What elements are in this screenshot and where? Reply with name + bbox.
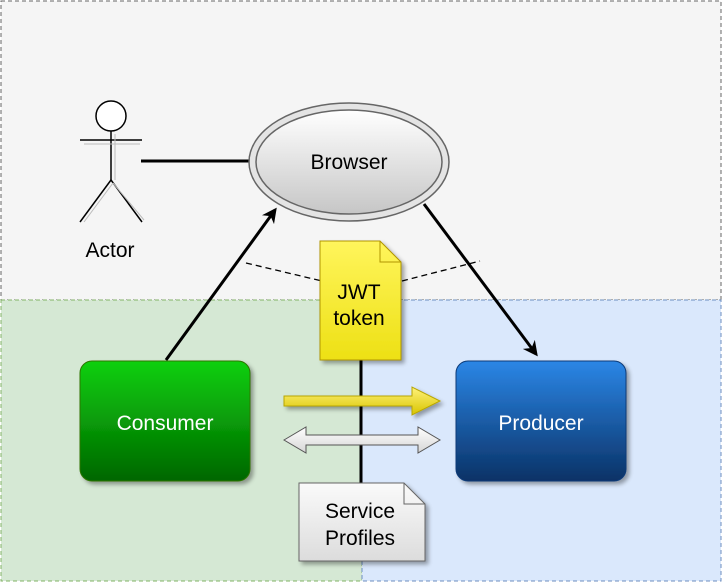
producer-label: Producer [498, 412, 583, 435]
service-profiles-label-line1: Service [325, 500, 395, 523]
service-exchange-arrow [283, 426, 441, 454]
jwt-token-note[interactable] [319, 240, 402, 361]
service-profiles-note[interactable] [298, 482, 426, 562]
browser-node[interactable]: Browser [248, 102, 450, 222]
consumer-browser-arrow [164, 207, 277, 361]
trust-dashed-line-left [245, 262, 323, 282]
service-profiles-label-line2: Profiles [325, 527, 395, 550]
consumer-node[interactable] [79, 360, 251, 482]
jwt-token-label-line1: JWT [337, 281, 380, 304]
trust-dashed-line-right [401, 260, 481, 282]
actor-label: Actor [85, 239, 134, 262]
browser-label: Browser [310, 151, 387, 174]
actor-icon-shade [83, 134, 145, 223]
token-flow-arrow [283, 386, 442, 416]
jwt-token-label-line2: token [333, 307, 384, 330]
consumer-label: Consumer [117, 412, 214, 435]
producer-node[interactable] [455, 360, 627, 482]
browser-producer-arrow [422, 203, 538, 357]
actor-icon [79, 100, 143, 223]
